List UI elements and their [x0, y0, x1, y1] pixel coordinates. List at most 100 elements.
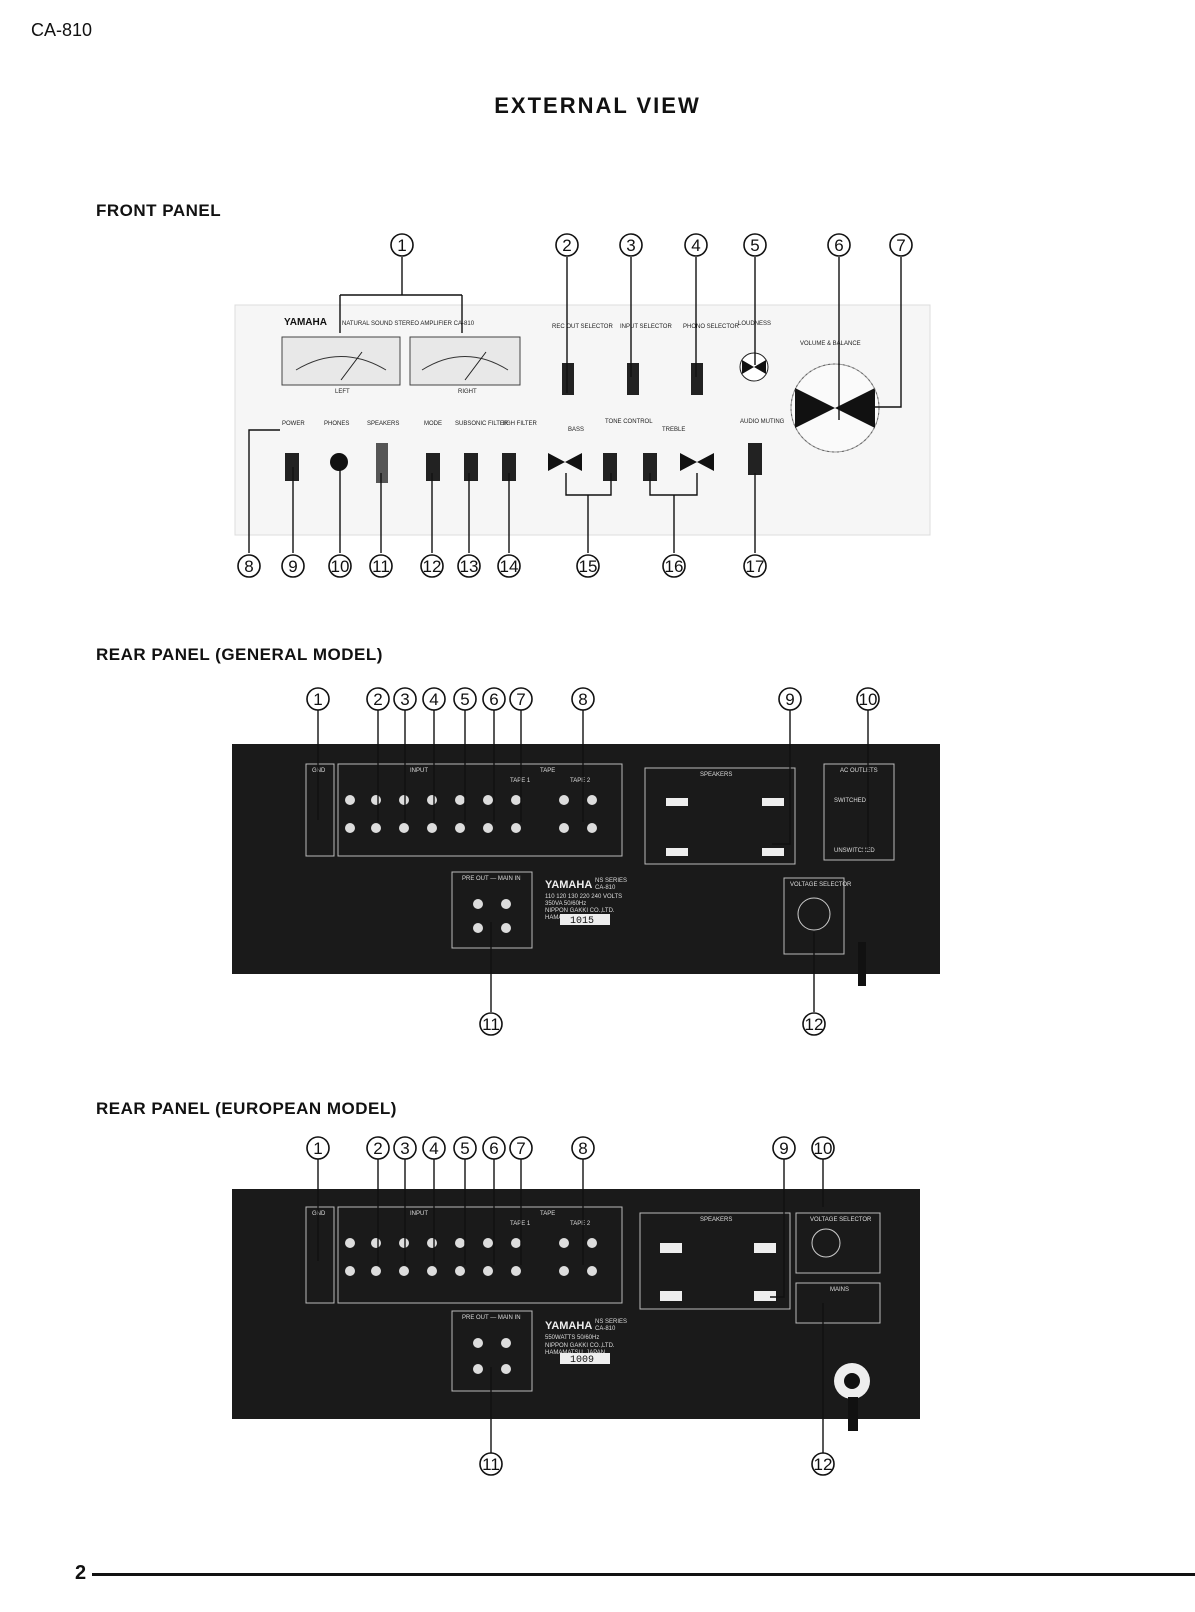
rear-panel-european-figure: GND INPUT TAPE TAPE 1 TAPE 2 SPEAKERS VO… [232, 1136, 920, 1476]
callout-7: 7 [509, 687, 533, 711]
loudness-knob[interactable] [739, 352, 769, 382]
svg-text:CA-810: CA-810 [595, 885, 616, 891]
svg-text:1: 1 [313, 690, 322, 709]
svg-text:INPUT SELECTOR: INPUT SELECTOR [620, 324, 672, 330]
svg-text:MODE: MODE [424, 421, 442, 427]
subsonic-filter-switch[interactable] [464, 453, 478, 481]
voltage-selector-dial[interactable] [797, 897, 831, 931]
svg-text:YAMAHA: YAMAHA [545, 1320, 592, 1332]
phones-jack[interactable] [330, 453, 348, 471]
rear-general-leader-lines [317, 710, 869, 1012]
svg-text:13: 13 [460, 557, 479, 576]
callout-1: 1 [306, 687, 330, 711]
svg-text:NIPPON GAKKI CO.,LTD.: NIPPON GAKKI CO.,LTD. [545, 908, 615, 914]
svg-text:7: 7 [516, 1139, 525, 1158]
callout-12: 12 [802, 1012, 826, 1036]
level-meter-right: RIGHT [409, 336, 521, 395]
svg-text:VOLTAGE SELECTOR: VOLTAGE SELECTOR [810, 1217, 872, 1223]
svg-text:SPEAKERS: SPEAKERS [700, 1217, 732, 1223]
page-title: EXTERNAL VIEW [494, 93, 701, 118]
svg-text:550WATTS 50/60Hz: 550WATTS 50/60Hz [545, 1335, 599, 1341]
power-switch[interactable] [285, 453, 299, 481]
svg-text:4: 4 [429, 1139, 438, 1158]
svg-text:INPUT: INPUT [410, 1211, 428, 1217]
callout-6: 6 [482, 687, 506, 711]
svg-text:7: 7 [516, 690, 525, 709]
callout-6: 6 [482, 1136, 506, 1160]
svg-text:11: 11 [372, 557, 390, 576]
callout-6: 6 [827, 233, 851, 257]
volume-balance-knob[interactable] [790, 363, 880, 453]
section-rear-european: REAR PANEL (EUROPEAN MODEL) [96, 1099, 397, 1118]
svg-text:3: 3 [400, 1139, 409, 1158]
callout-10: 10 [811, 1136, 835, 1160]
svg-text:PHONES: PHONES [324, 421, 349, 427]
phono-selector[interactable] [691, 363, 703, 395]
rec-out-selector[interactable] [562, 363, 574, 395]
svg-text:INPUT: INPUT [410, 768, 428, 774]
rear-general-callouts: 1 2 3 4 5 6 7 8 9 10 11 12 [306, 687, 880, 1036]
mode-switch[interactable] [426, 453, 440, 481]
svg-text:6: 6 [834, 236, 843, 255]
svg-text:4: 4 [429, 690, 438, 709]
callout-10: 10 [328, 554, 352, 578]
svg-text:8: 8 [578, 690, 587, 709]
svg-text:SWITCHED: SWITCHED [834, 798, 867, 804]
callout-1: 1 [306, 1136, 330, 1160]
svg-text:2: 2 [562, 236, 571, 255]
section-front-panel: FRONT PANEL [96, 201, 222, 220]
svg-text:6: 6 [489, 1139, 498, 1158]
callout-2: 2 [555, 233, 579, 257]
treble-turnover-switch[interactable] [643, 453, 657, 481]
high-filter-switch[interactable] [502, 453, 516, 481]
svg-text:14: 14 [500, 557, 519, 576]
svg-text:10: 10 [814, 1139, 833, 1158]
rear-european-leader-lines [317, 1159, 824, 1453]
callout-4: 4 [422, 1136, 446, 1160]
svg-text:9: 9 [288, 557, 297, 576]
svg-text:2: 2 [373, 690, 382, 709]
svg-text:GND: GND [312, 1211, 326, 1217]
page-number: 2 [75, 1562, 87, 1584]
svg-text:3: 3 [626, 236, 635, 255]
svg-text:TAPE: TAPE [540, 1211, 555, 1217]
bass-turnover-switch[interactable] [603, 453, 617, 481]
callout-5: 5 [453, 687, 477, 711]
svg-text:TAPE 2: TAPE 2 [570, 1221, 591, 1227]
bass-knob[interactable] [548, 453, 582, 471]
callout-7: 7 [509, 1136, 533, 1160]
footer-rule [92, 1573, 1195, 1576]
audio-muting-switch[interactable] [748, 443, 762, 475]
treble-knob[interactable] [680, 453, 714, 471]
callout-12: 12 [420, 554, 444, 578]
callout-7: 7 [889, 233, 913, 257]
callout-1: 1 [390, 233, 414, 257]
section-rear-general: REAR PANEL (GENERAL MODEL) [96, 645, 383, 664]
svg-text:TAPE: TAPE [540, 768, 555, 774]
callout-3: 3 [393, 1136, 417, 1160]
svg-text:PHONO SELECTOR: PHONO SELECTOR [683, 324, 740, 330]
svg-text:TONE CONTROL: TONE CONTROL [605, 419, 653, 425]
svg-text:5: 5 [460, 690, 469, 709]
voltage-selector-dial[interactable] [811, 1228, 841, 1258]
svg-text:17: 17 [746, 557, 765, 576]
svg-text:HIGH FILTER: HIGH FILTER [500, 421, 538, 427]
svg-text:RIGHT: RIGHT [458, 389, 477, 395]
svg-text:11: 11 [482, 1455, 500, 1474]
front-brand: YAMAHA [284, 317, 327, 328]
svg-text:10: 10 [859, 690, 878, 709]
callout-13: 13 [457, 554, 481, 578]
callout-8: 8 [237, 554, 261, 578]
rear-panel-general-figure: GND INPUT TAPE TAPE 1 TAPE 2 SPEAKERS AC… [232, 687, 940, 1036]
input-selector[interactable] [627, 363, 639, 395]
level-meter-left: LEFT [281, 336, 401, 395]
front-model-line: NATURAL SOUND STEREO AMPLIFIER CA-810 [342, 321, 475, 327]
speakers-selector[interactable] [376, 443, 388, 483]
svg-text:NS SERIES: NS SERIES [595, 1319, 627, 1325]
svg-text:BASS: BASS [568, 427, 584, 433]
svg-text:VOLTAGE SELECTOR: VOLTAGE SELECTOR [790, 882, 852, 888]
callout-3: 3 [393, 687, 417, 711]
callout-4: 4 [684, 233, 708, 257]
callout-3: 3 [619, 233, 643, 257]
svg-text:TREBLE: TREBLE [662, 427, 685, 433]
